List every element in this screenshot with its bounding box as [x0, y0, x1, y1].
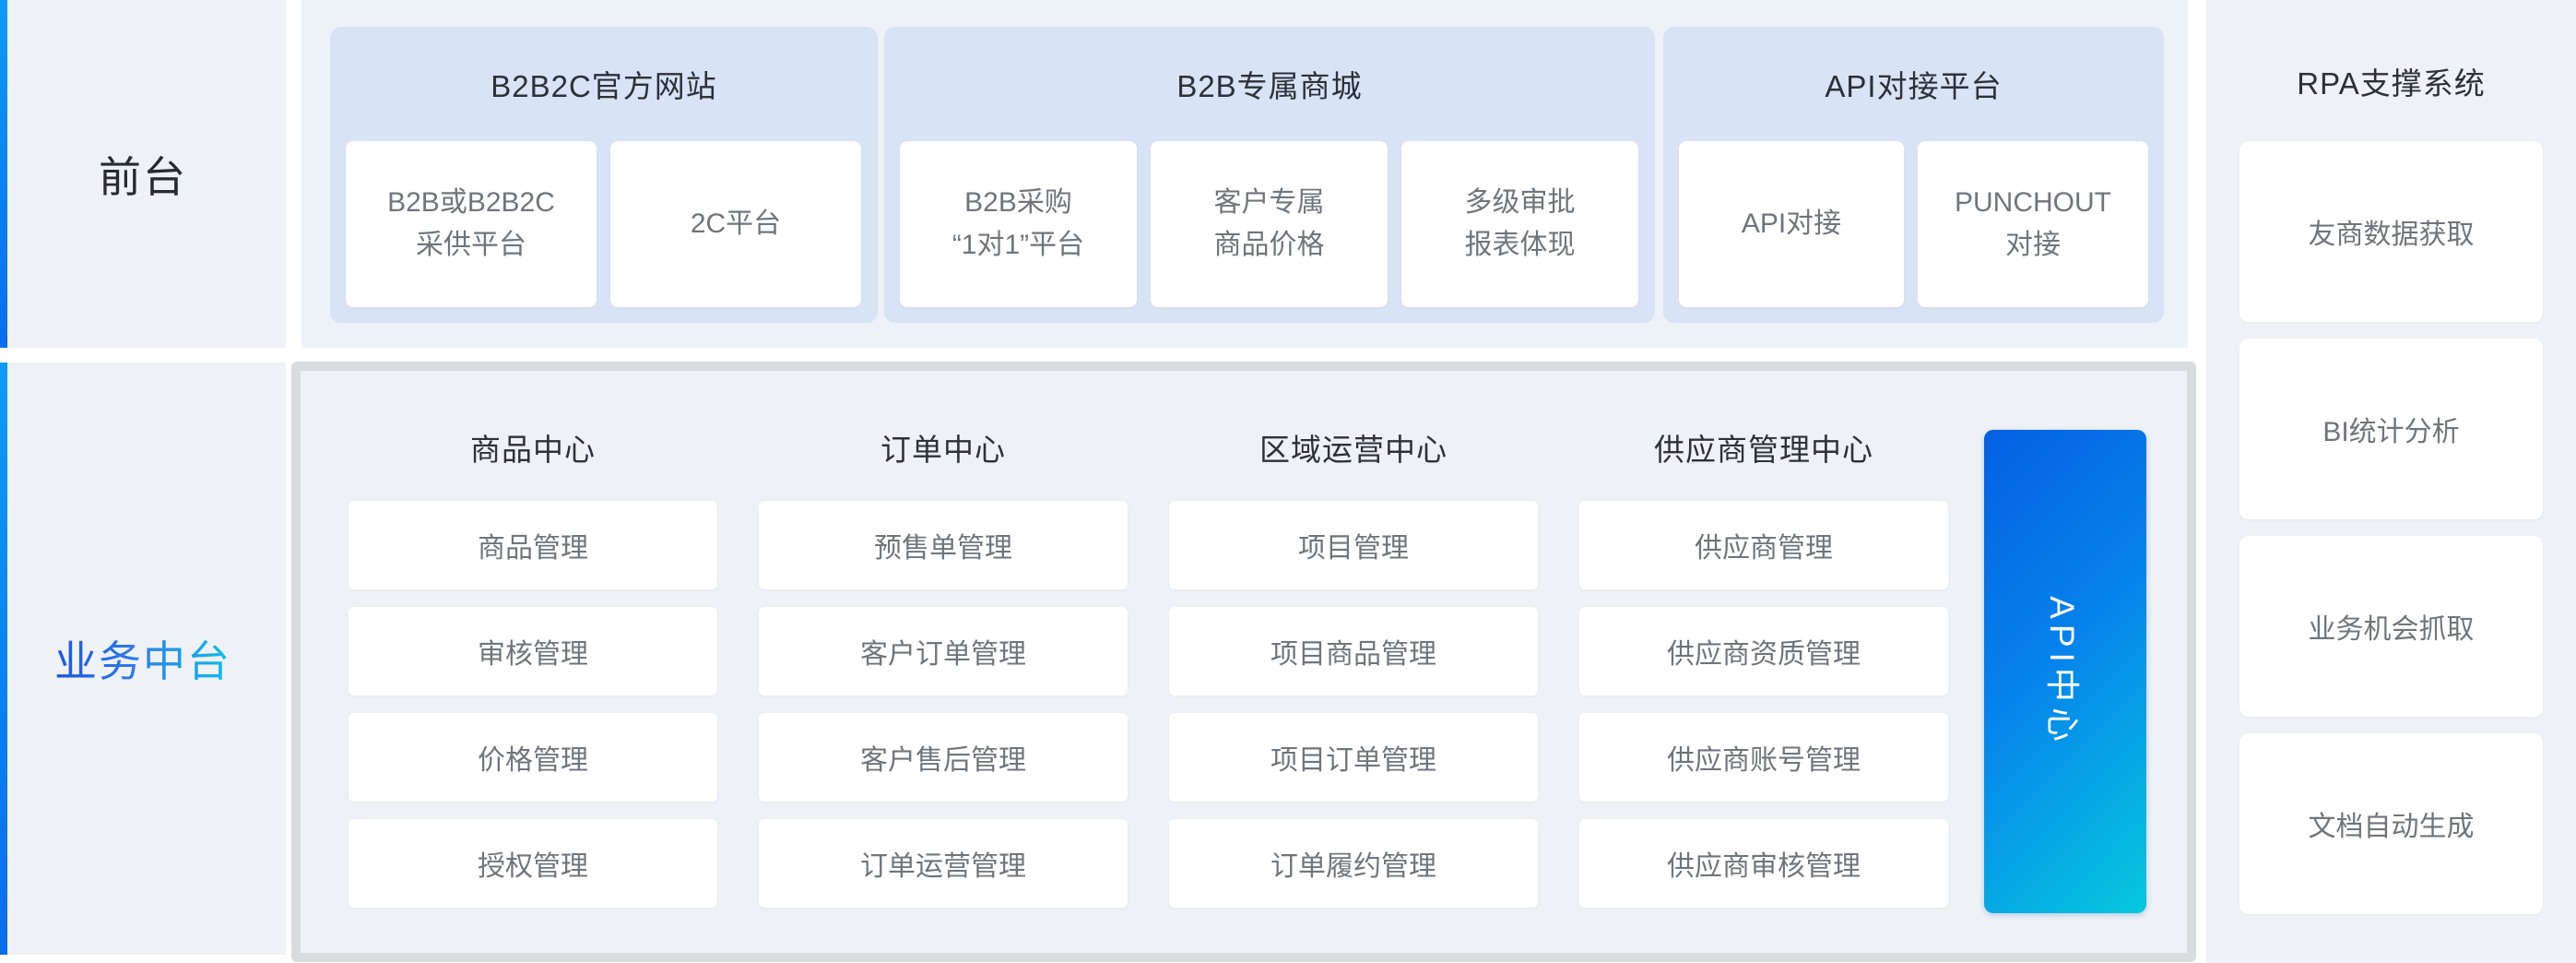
- card-product-management: 商品管理: [349, 501, 717, 589]
- front-stage-label: 前台: [99, 152, 187, 201]
- group-b2b-exclusive-mall: B2B专属商城 B2B采购 “1对1”平台 客户专属 商品价格 多级审批 报表体…: [884, 27, 1655, 323]
- blue-accent-bar: [0, 363, 7, 955]
- blue-accent-bar: [0, 0, 7, 348]
- front-stage-area: B2B2C官方网站 B2B或B2B2C 采供平台 2C平台 B2B专属商城 B2…: [301, 0, 2188, 348]
- card-b2b-procurement-1to1: B2B采购 “1对1”平台: [900, 141, 1137, 307]
- card-supplier-qualification-management: 供应商资质管理: [1579, 607, 1948, 696]
- group-api-integration-platform: API对接平台 API对接 PUNCHOUT 对接: [1663, 27, 2164, 323]
- middle-stage-container: 商品中心 商品管理 审核管理 价格管理 授权管理 订单中心 预售单管理 客户订单…: [291, 362, 2196, 962]
- column-title-supplier-management-center: 供应商管理中心: [1654, 433, 1873, 467]
- card-competitor-data-acquisition: 友商数据获取: [2239, 141, 2543, 322]
- group-title: B2B专属商城: [1176, 69, 1363, 103]
- column-title-order-center: 订单中心: [880, 433, 1006, 467]
- middle-stage-rail-panel: 业务中台: [0, 363, 286, 955]
- card-customer-order-management: 客户订单管理: [759, 607, 1128, 696]
- card-customer-aftersales-management: 客户售后管理: [759, 713, 1128, 802]
- card-document-auto-generation: 文档自动生成: [2239, 733, 2543, 914]
- group-title: B2B2C官方网站: [490, 69, 717, 103]
- column-title-product-center: 商品中心: [470, 433, 596, 467]
- card-project-management: 项目管理: [1169, 501, 1538, 589]
- card-review-management: 审核管理: [349, 607, 717, 696]
- card-supplier-management: 供应商管理: [1579, 501, 1948, 589]
- api-center-bar: API中心: [1984, 430, 2146, 913]
- column-title-regional-operation-center: 区域运营中心: [1259, 433, 1448, 467]
- group-b2b2c-official-site: B2B2C官方网站 B2B或B2B2C 采供平台 2C平台: [330, 27, 878, 323]
- card-project-product-management: 项目商品管理: [1169, 607, 1538, 696]
- card-b2b-b2b2c-platform: B2B或B2B2C 采供平台: [346, 141, 597, 307]
- middle-stage-label: 业务中台: [54, 628, 231, 689]
- card-supplier-review-management: 供应商审核管理: [1579, 819, 1948, 908]
- card-api-integration: API对接: [1679, 141, 1904, 307]
- group-title: API对接平台: [1825, 69, 2003, 103]
- card-supplier-account-management: 供应商账号管理: [1579, 713, 1948, 802]
- card-project-order-management: 项目订单管理: [1169, 713, 1538, 802]
- rpa-support-panel: RPA支撑系统 友商数据获取 BI统计分析 业务机会抓取 文档自动生成: [2206, 0, 2576, 963]
- card-2c-platform: 2C平台: [610, 141, 861, 307]
- card-presale-order-management: 预售单管理: [759, 501, 1128, 589]
- card-price-management: 价格管理: [349, 713, 717, 802]
- card-bi-statistics-analysis: BI统计分析: [2239, 339, 2543, 519]
- card-punchout-integration: PUNCHOUT 对接: [1918, 141, 2148, 307]
- card-business-opportunity-capture: 业务机会抓取: [2239, 536, 2543, 717]
- card-customer-exclusive-price: 客户专属 商品价格: [1151, 141, 1388, 307]
- card-authorization-management: 授权管理: [349, 819, 717, 908]
- card-multilevel-approval-report: 多级审批 报表体现: [1401, 141, 1638, 307]
- card-order-fulfillment-management: 订单履约管理: [1169, 819, 1538, 908]
- api-center-label: API中心: [2043, 596, 2081, 747]
- rpa-panel-title: RPA支撑系统: [2297, 66, 2486, 101]
- card-order-operation-management: 订单运营管理: [759, 819, 1128, 908]
- front-stage-rail-panel: 前台: [0, 0, 286, 348]
